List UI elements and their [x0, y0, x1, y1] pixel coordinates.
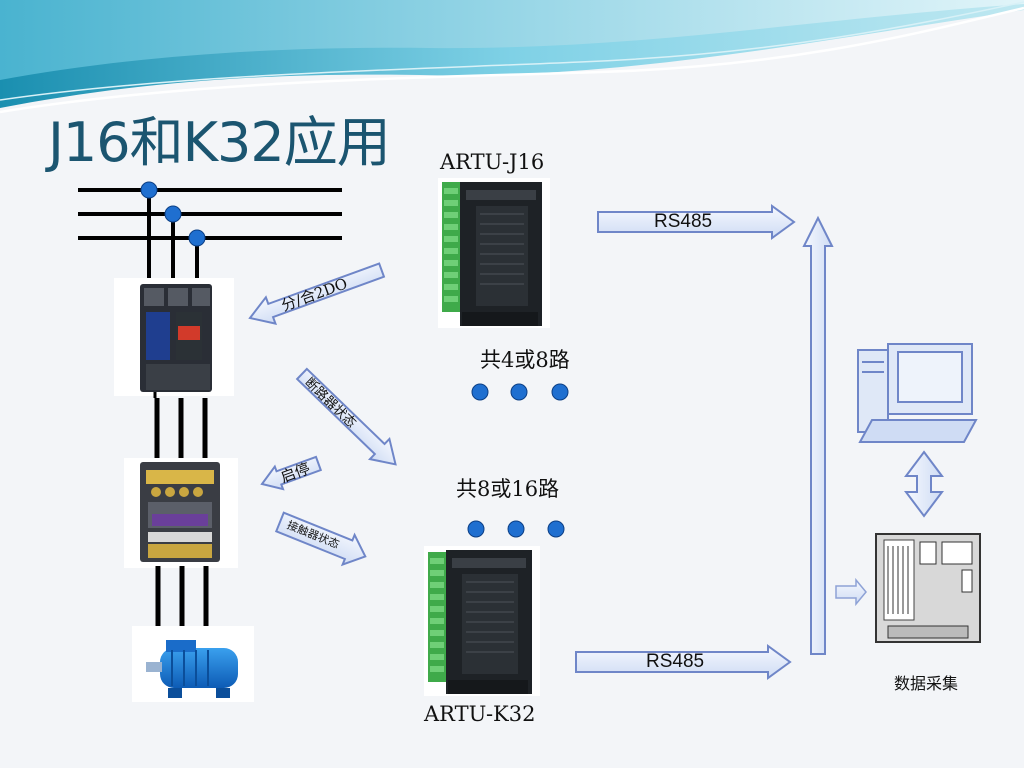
computer-icon — [857, 343, 978, 443]
double-arrow-icon — [904, 450, 944, 518]
artu-j16-label: ARTU-J16 — [440, 150, 545, 174]
breaker-state-label: 断路器状态 — [302, 375, 360, 432]
motor — [132, 626, 254, 702]
k32-ellipsis-dots — [467, 520, 565, 538]
artu-j16-device — [438, 178, 550, 328]
k32-channels-label: 共8或16路 — [456, 477, 560, 501]
artu-k32-label: ARTU-K32 — [424, 702, 536, 726]
breaker-to-contactor-wires — [154, 398, 208, 460]
start-stop-label: 启停 — [278, 459, 312, 486]
breaker-state-arrow: 断路器状态 — [295, 367, 397, 466]
do-control-arrow: 分/合2DO — [248, 262, 386, 326]
data-collection-unit-icon — [875, 533, 981, 643]
bus-bars — [78, 181, 342, 282]
vertical-bus-arrow — [802, 215, 834, 655]
start-stop-arrow: 启停 — [260, 455, 323, 491]
rs485-top-arrow — [597, 204, 796, 240]
header-wave-decoration — [0, 0, 1024, 114]
j16-channels-label: 共4或8路 — [480, 348, 570, 372]
rs485-bottom-arrow — [575, 644, 792, 680]
do-control-label: 分/合2DO — [279, 274, 350, 314]
j16-ellipsis-dots — [471, 383, 569, 401]
contactor — [124, 458, 238, 568]
data-collection-label: 数据采集 — [894, 674, 959, 693]
slide-title: J16和K32应用 — [48, 111, 391, 174]
circuit-breaker — [114, 278, 234, 398]
contactor-state-arrow: 接触器状态 — [274, 511, 367, 567]
artu-k32-device — [424, 546, 540, 696]
rs485-bottom-label: RS485 — [646, 651, 705, 672]
rs485-top-label: RS485 — [654, 211, 713, 232]
data-input-arrow — [835, 577, 867, 607]
